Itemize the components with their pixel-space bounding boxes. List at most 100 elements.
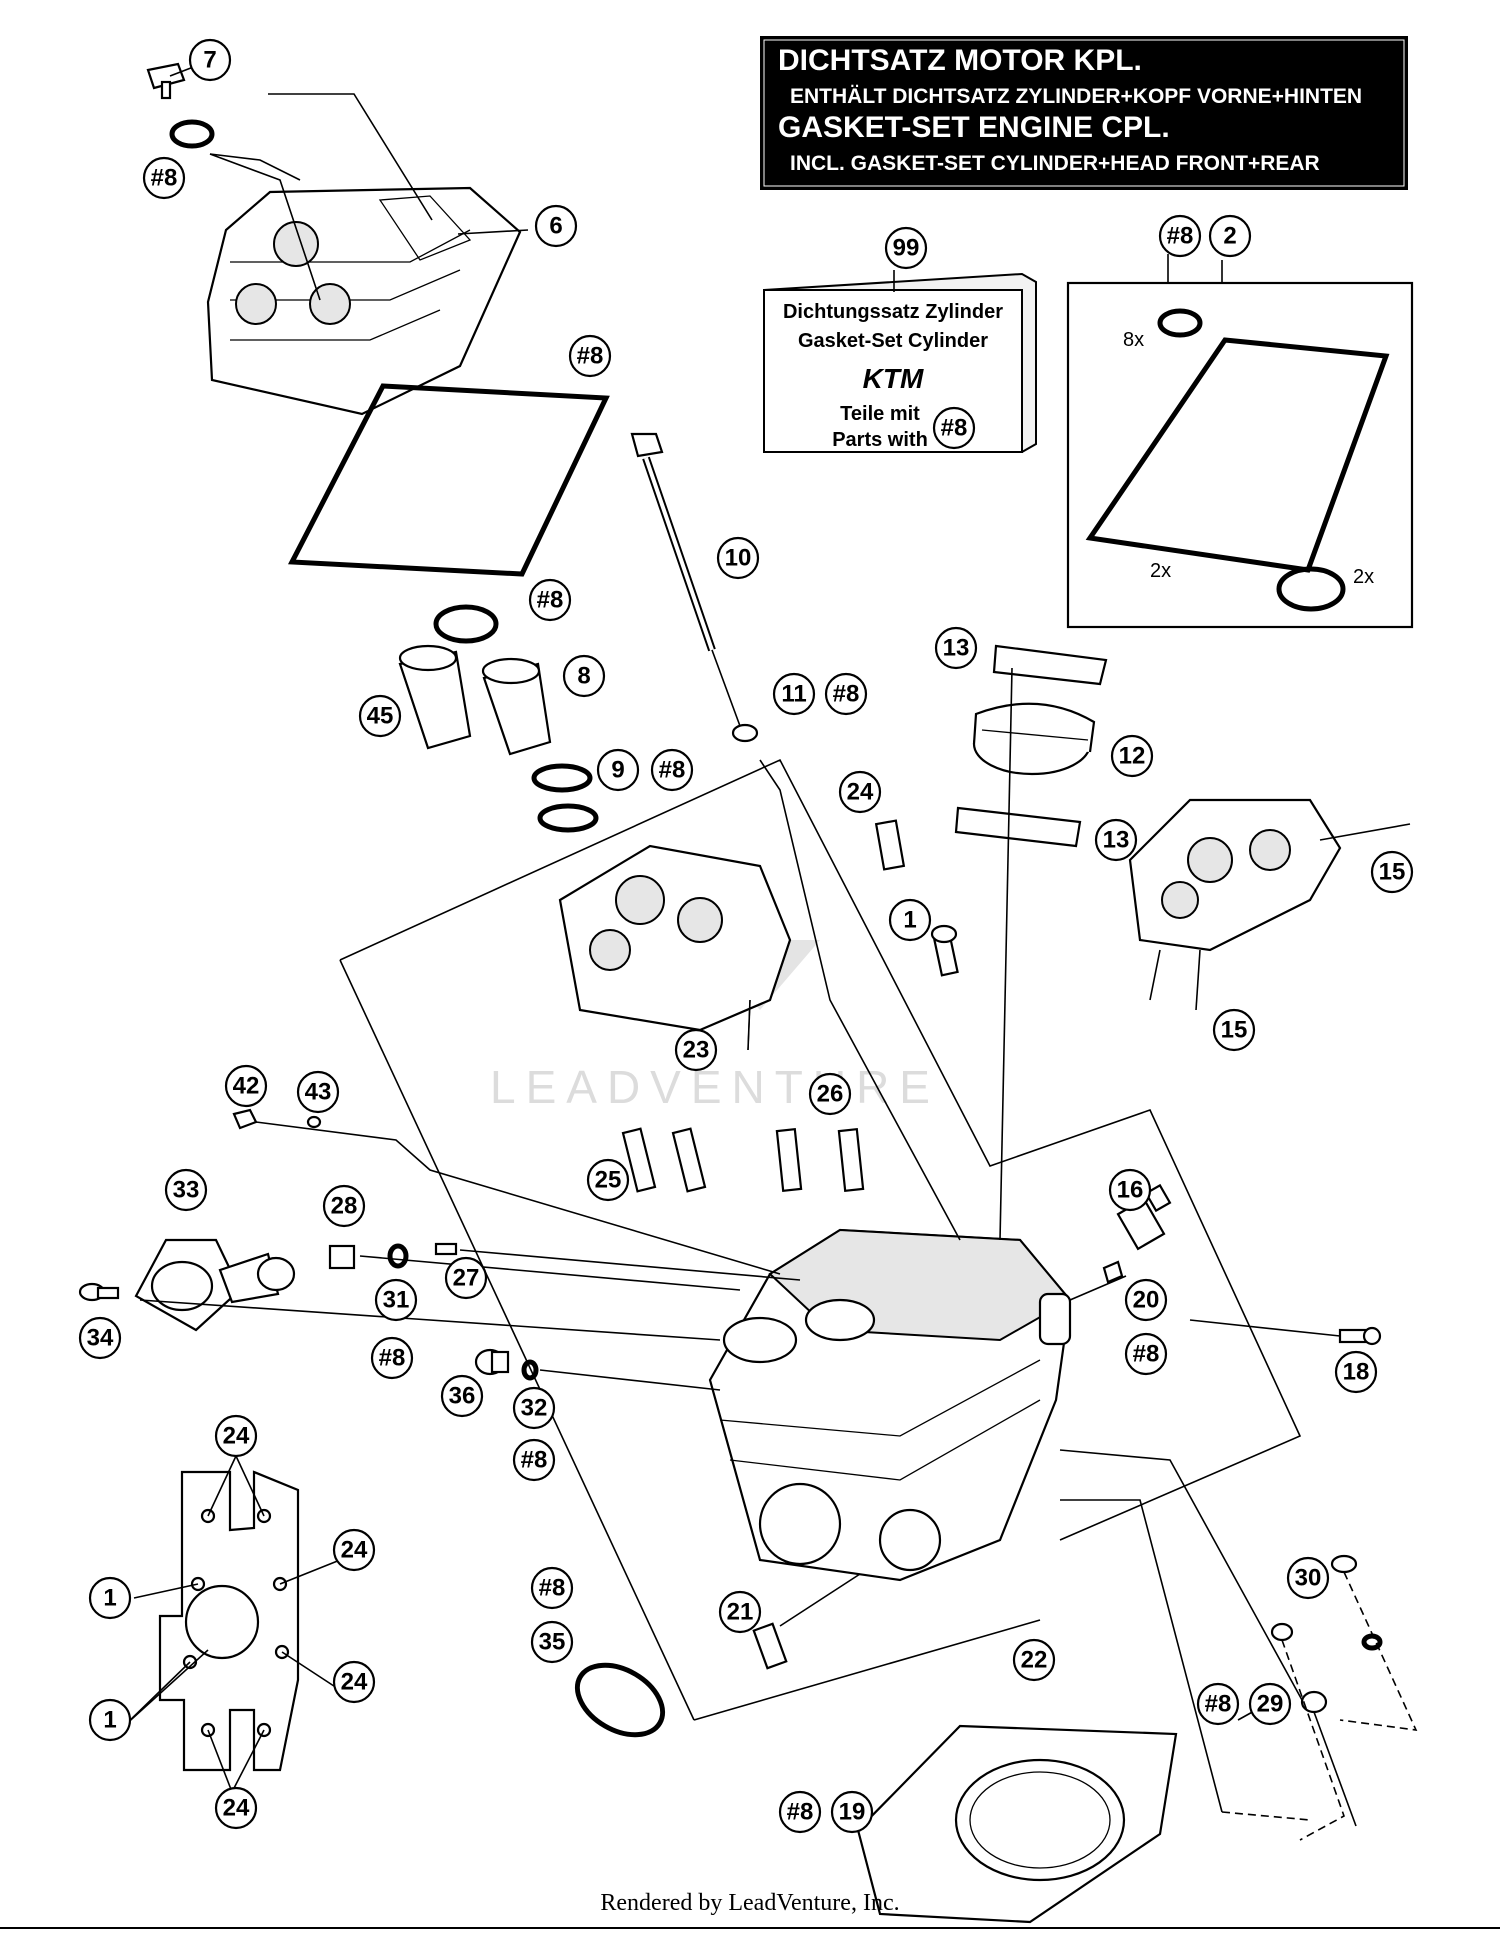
dowel-21: [752, 1622, 788, 1670]
seal-ring: [1157, 308, 1203, 338]
callout-26: 26: [808, 1072, 852, 1116]
callout-32: 32: [512, 1386, 556, 1430]
cylinder-head: [708, 1228, 1072, 1582]
cylinder-head-gasket: [856, 1724, 1178, 1924]
svg-text:43: 43: [305, 1079, 332, 1106]
kit-brand-logo: KTM: [863, 363, 924, 394]
svg-text:24: 24: [341, 1537, 368, 1564]
watermark-text: LEADVENTURE: [490, 1061, 940, 1113]
tube-seal-ring: [433, 604, 499, 644]
water-outlet-cover: [134, 1238, 296, 1332]
svg-text:28: 28: [331, 1193, 358, 1220]
svg-text:#8: #8: [941, 415, 968, 442]
callout-7: 7: [188, 38, 232, 82]
callout-33: 33: [164, 1168, 208, 1212]
kit-line-4: Parts with: [832, 429, 928, 451]
callout-36: 36: [440, 1374, 484, 1418]
callout-20: 20: [1124, 1278, 1168, 1322]
svg-text:21: 21: [727, 1599, 754, 1626]
callout-30: 30: [1286, 1556, 1330, 1600]
svg-text:19: 19: [839, 1799, 866, 1826]
bearing-ring-lower: [954, 806, 1082, 848]
svg-text:24: 24: [223, 1795, 250, 1822]
callout-45: 45: [358, 694, 402, 738]
o-ring: [1276, 566, 1346, 612]
callout-21: 21: [718, 1590, 762, 1634]
callout-1b: 1: [88, 1576, 132, 1620]
valve-guides: [621, 1127, 865, 1193]
callout-9: 9: [596, 748, 640, 792]
screw-seal: [169, 119, 215, 149]
callout-24b: 24: [214, 1414, 258, 1458]
svg-text:13: 13: [943, 635, 970, 662]
cover-screw: [146, 62, 186, 100]
bolt-42: [232, 1108, 258, 1130]
svg-text:45: 45: [367, 703, 394, 730]
callout-19: 19: [830, 1790, 874, 1834]
bolt-pattern-plate: [158, 1470, 300, 1772]
callout-1a: 1: [888, 898, 932, 942]
svg-text:18: 18: [1343, 1359, 1370, 1386]
ring-quantity: 2x: [1353, 566, 1374, 588]
callout-27: 27: [444, 1256, 488, 1300]
label-line-3: GASKET-SET ENGINE CPL.: [778, 111, 1170, 144]
svg-text:#8: #8: [151, 165, 178, 192]
callout-12: 12: [1110, 734, 1154, 778]
callout-2: 2: [1208, 214, 1252, 258]
svg-text:33: 33: [173, 1177, 200, 1204]
nipple-27: [434, 1242, 458, 1256]
svg-text:23: 23: [683, 1037, 710, 1064]
callout-8e: #8: [824, 672, 868, 716]
callout-11: 11: [772, 672, 816, 716]
callout-34: 34: [78, 1316, 122, 1360]
callout-8j: #8: [530, 1566, 574, 1610]
svg-text:29: 29: [1257, 1691, 1284, 1718]
svg-text:8: 8: [577, 663, 590, 690]
svg-text:1: 1: [103, 1707, 116, 1734]
gasket-set-engine-label: DICHTSATZ MOTOR KPL. ENTHÄLT DICHTSATZ Z…: [760, 36, 1408, 190]
callout-18: 18: [1334, 1350, 1378, 1394]
svg-text:#8: #8: [539, 1575, 566, 1602]
svg-text:20: 20: [1133, 1287, 1160, 1314]
svg-text:10: 10: [725, 545, 752, 572]
label-line-1: DICHTSATZ MOTOR KPL.: [778, 44, 1142, 77]
svg-text:7: 7: [203, 47, 216, 74]
callout-13a: 13: [934, 626, 978, 670]
callout-8h: #8: [1124, 1332, 1168, 1376]
svg-text:25: 25: [595, 1167, 622, 1194]
svg-text:42: 42: [233, 1073, 260, 1100]
svg-text:30: 30: [1295, 1565, 1322, 1592]
seal-ring-32: [521, 1359, 539, 1381]
callout-24e: 24: [214, 1786, 258, 1830]
cover-bolt: [78, 1282, 120, 1302]
seals-quantity: 8x: [1123, 329, 1144, 351]
svg-text:16: 16: [1117, 1177, 1144, 1204]
svg-text:6: 6: [549, 213, 562, 240]
callout-24c: 24: [332, 1528, 376, 1572]
svg-text:#8: #8: [521, 1447, 548, 1474]
callout-99: 99: [884, 226, 928, 270]
label-line-2: ENTHÄLT DICHTSATZ ZYLINDER+KOPF VORNE+HI…: [790, 85, 1362, 108]
callout-1c: 1: [88, 1698, 132, 1742]
rocker-holder-right: [1128, 798, 1342, 952]
svg-text:31: 31: [383, 1287, 410, 1314]
callout-8c: #8: [1158, 214, 1202, 258]
svg-text:#8: #8: [379, 1345, 406, 1372]
bearing-ring-upper: [992, 644, 1108, 686]
svg-text:11: 11: [781, 681, 806, 708]
rocker-holder-left: [558, 844, 792, 1051]
svg-text:24: 24: [223, 1423, 250, 1450]
svg-text:#8: #8: [833, 681, 860, 708]
cover-gasket: [287, 383, 610, 577]
svg-text:9: 9: [611, 757, 624, 784]
screw-18: [1338, 1326, 1382, 1346]
svg-text:24: 24: [341, 1669, 368, 1696]
o-ring-9-lower: [537, 803, 599, 833]
spark-plug-tube-45: [398, 644, 472, 750]
gasket-quantity: 2x: [1150, 560, 1171, 582]
callout-35: 35: [530, 1620, 574, 1664]
svg-text:#8: #8: [1133, 1341, 1160, 1368]
kit-line-3: Teile mit: [840, 403, 920, 425]
callout-8i: #8: [512, 1438, 556, 1482]
callout-24d: 24: [332, 1660, 376, 1704]
